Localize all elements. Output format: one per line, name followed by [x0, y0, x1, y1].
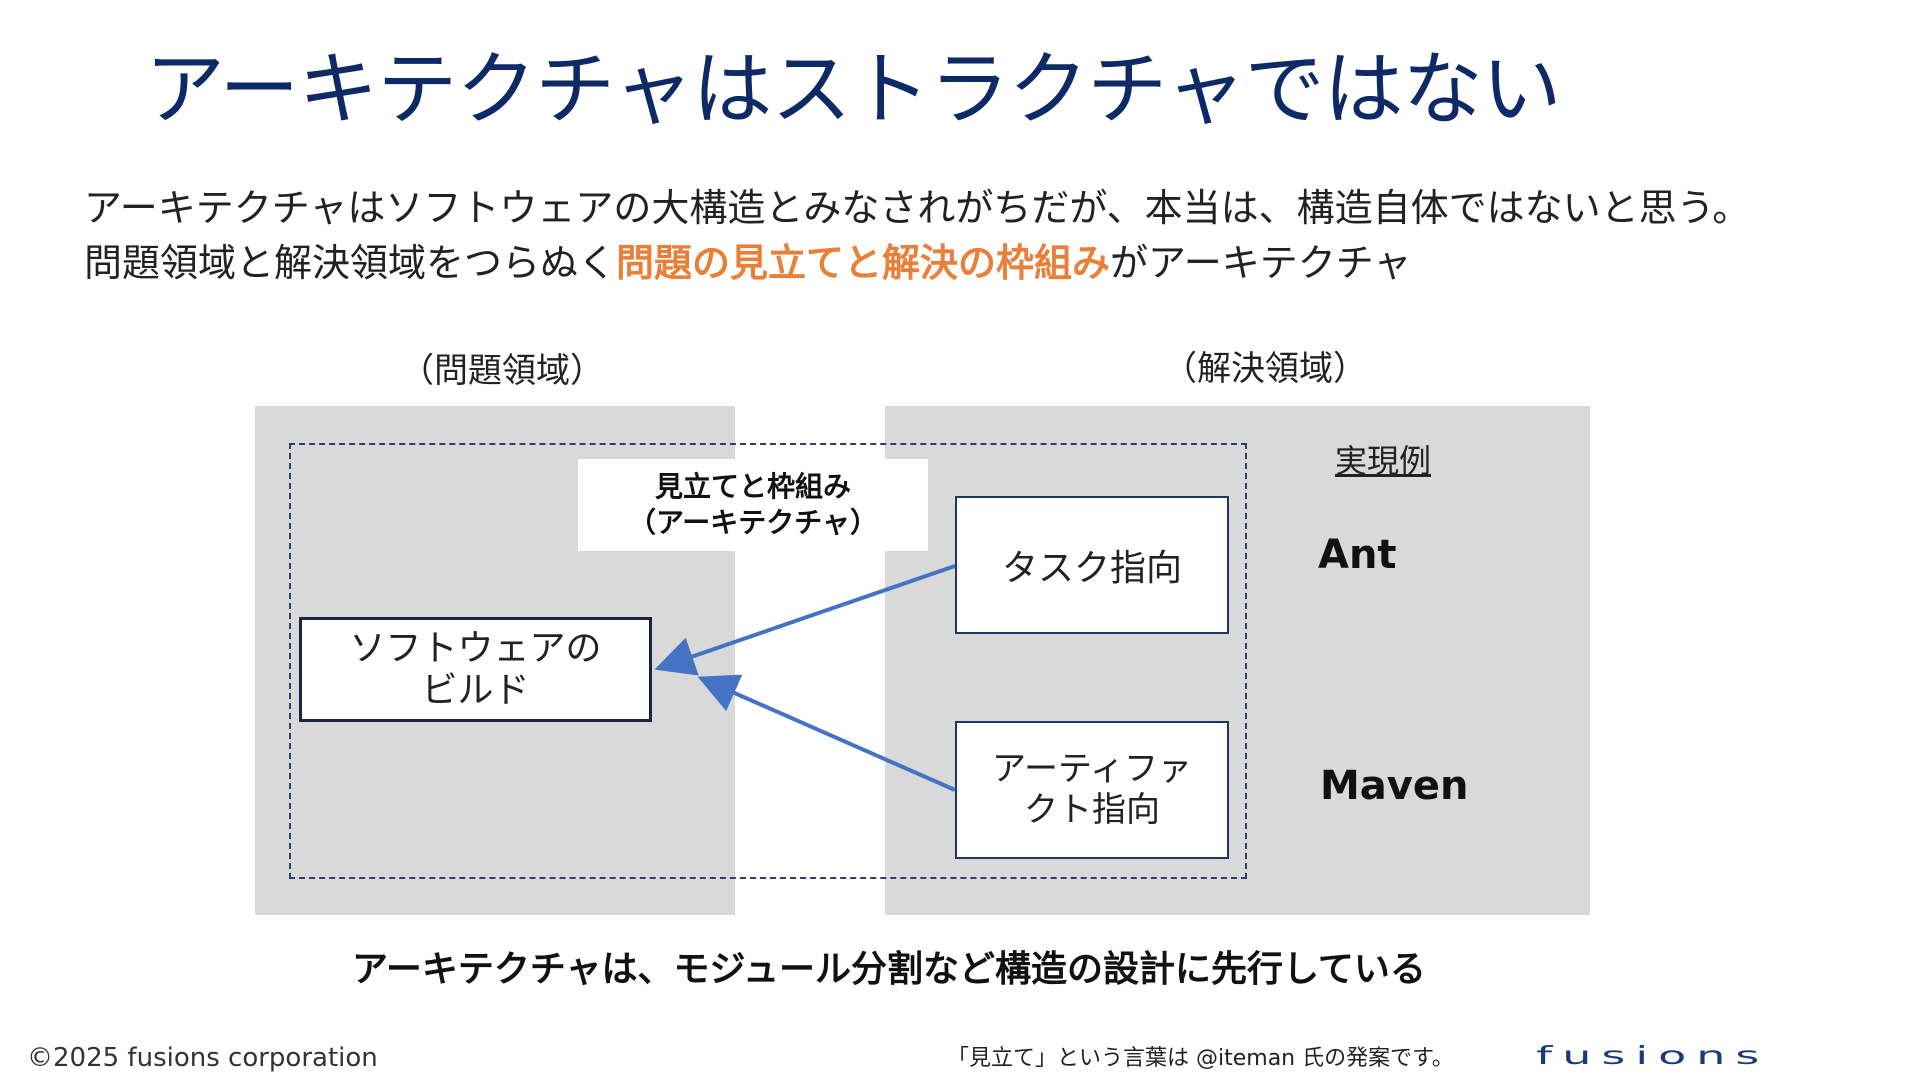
conclusion-text: アーキテクチャは、モジュール分割など構造の設計に先行している — [352, 949, 1426, 990]
fusions-logo: fusions — [1536, 1040, 1770, 1070]
problem-domain-label: （問題領域） — [400, 351, 604, 391]
footnote: 「見立て」という言葉は @iteman 氏の発案です。 — [947, 1046, 1454, 1071]
architecture-label-line-1: 見立てと枠組み — [654, 469, 851, 503]
architecture-label-line-2: （アーキテクチャ） — [627, 506, 879, 539]
build-node-line-2: ビルド — [421, 669, 530, 711]
arrow-task-to-build — [654, 564, 956, 676]
lead-line-2-end: がアーキテクチャ — [1110, 241, 1412, 285]
task-oriented-node: タスク指向 — [955, 496, 1229, 634]
architecture-label-box: 見立てと枠組み （アーキテクチャ） — [578, 459, 928, 551]
build-node-line-1: ソフトウェアの — [349, 628, 602, 670]
example-ant: Ant — [1318, 532, 1397, 578]
lead-line-1: アーキテクチャはソフトウェアの大構造とみなされがちだが、本当は、構造自体ではない… — [84, 186, 1751, 230]
artifact-oriented-line-1: アーティファ — [992, 749, 1192, 790]
artifact-oriented-line-2: クト指向 — [1024, 790, 1160, 830]
artifact-oriented-node: アーティファ クト指向 — [955, 721, 1229, 859]
lead-line-2-start: 問題領域と解決領域をつらぬく — [84, 241, 617, 285]
slide-title: アーキテクチャはストラクチャではない — [145, 43, 1562, 136]
build-node: ソフトウェアの ビルド — [299, 617, 652, 722]
architecture-dashed-frame — [289, 443, 1247, 879]
task-oriented-label: タスク指向 — [1001, 548, 1182, 589]
lead-highlight: 問題の見立てと解決の枠組み — [616, 241, 1111, 285]
arrow-artifact-to-build — [697, 674, 956, 792]
example-maven: Maven — [1320, 763, 1469, 809]
copyright: ©2025 fusions corporation — [27, 1043, 378, 1073]
lead-line-2: 問題領域と解決領域をつらぬく問題の見立てと解決の枠組みがアーキテクチャ — [84, 240, 1411, 288]
examples-label: 実現例 — [1335, 442, 1432, 480]
solution-domain-label: （解決領域） — [1163, 349, 1367, 389]
